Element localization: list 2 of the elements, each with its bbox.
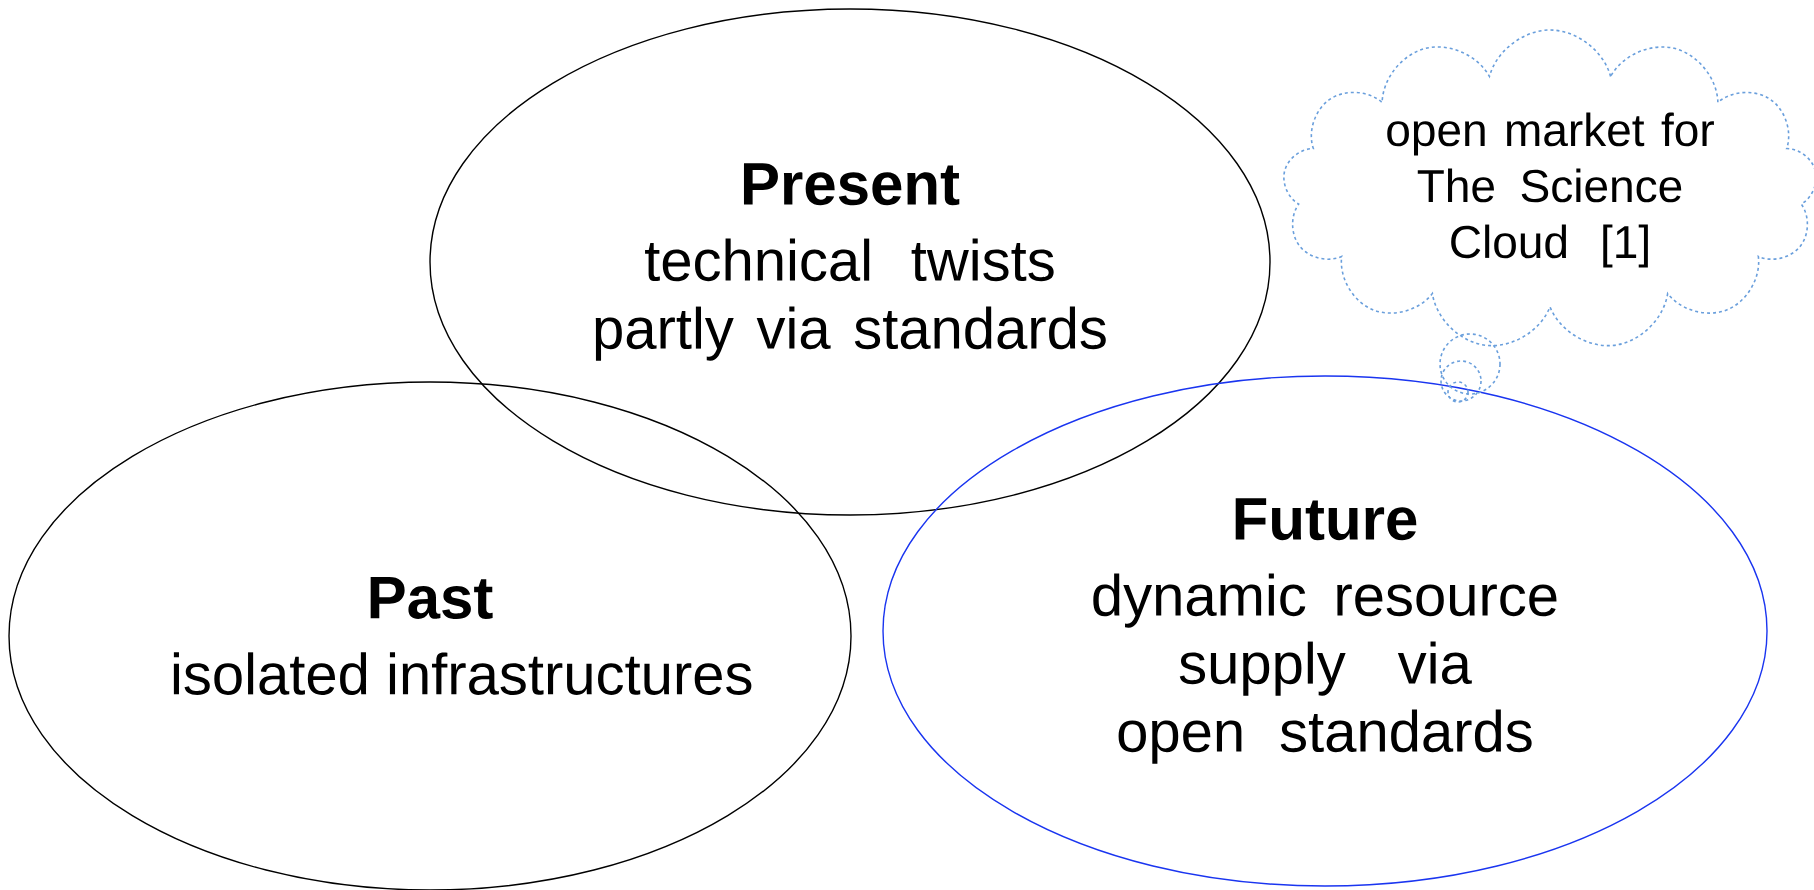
thought-cloud: open market for The Science Cloud [1] xyxy=(1283,29,1814,403)
ellipse-node: Future dynamic resource supply via open standards xyxy=(882,375,1768,887)
